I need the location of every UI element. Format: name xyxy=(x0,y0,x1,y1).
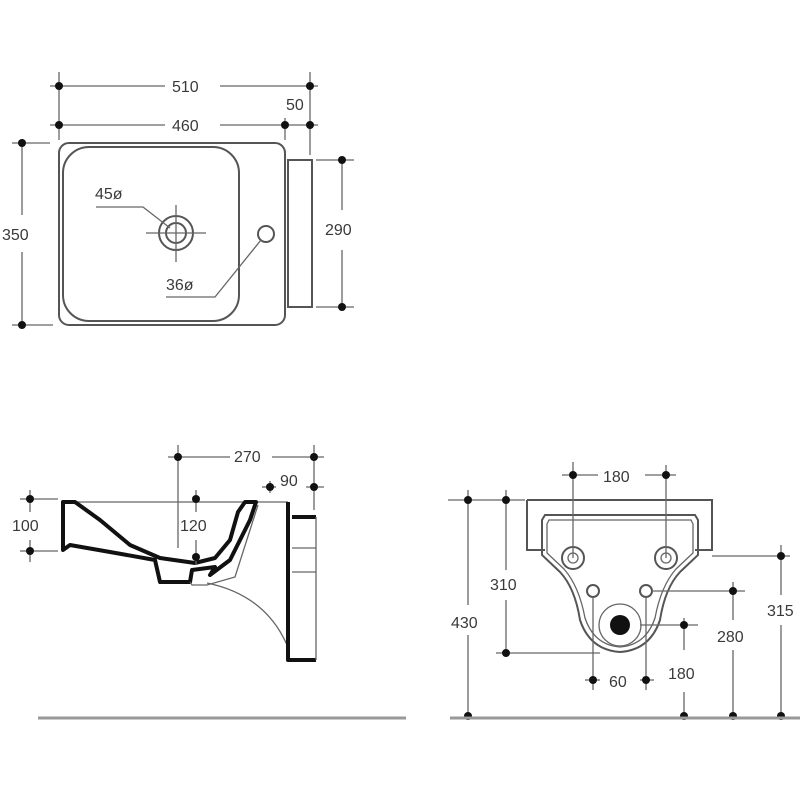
top-view: 510 460 50 350 290 xyxy=(2,72,354,329)
side-view: 270 90 100 120 xyxy=(12,445,406,720)
dim-fixing-spacing: 180 xyxy=(603,469,630,486)
label-tap-hole: 45ø xyxy=(95,186,123,203)
dim-depth-total: 350 xyxy=(2,227,29,244)
bowl-front-outer xyxy=(541,514,699,654)
basin-underside xyxy=(206,582,288,646)
leader-tap xyxy=(96,206,171,229)
dim-bowl-depth: 120 xyxy=(180,518,207,535)
label-overflow-hole: 36ø xyxy=(166,277,194,294)
dim-supply-height: 280 xyxy=(717,629,744,646)
dim-total-height: 430 xyxy=(451,615,478,632)
drain-icon xyxy=(598,603,642,647)
basin-front-outline xyxy=(526,499,713,551)
supply-hole-left-icon xyxy=(586,584,600,598)
tap-hole-icon xyxy=(146,205,206,262)
dim-width-basin: 460 xyxy=(172,118,199,135)
dim-wall-depth: 50 xyxy=(286,97,304,114)
dim-drain-height: 180 xyxy=(668,666,695,683)
dim-bracket-height: 315 xyxy=(767,603,794,620)
overflow-hole-icon xyxy=(257,225,275,243)
bowl-outline xyxy=(62,146,240,322)
basin-section xyxy=(61,500,258,584)
dim-rim-height: 100 xyxy=(12,518,39,535)
dim-bracket-height: 290 xyxy=(325,222,352,239)
supply-hole-right-icon xyxy=(639,584,653,598)
dim-supply-spacing: 60 xyxy=(609,674,627,691)
dim-drain-offset: 270 xyxy=(234,449,261,466)
dim-fixing-height: 310 xyxy=(490,577,517,594)
front-view: 180 430 310 60 180 280 315 xyxy=(448,462,800,720)
wall-bracket xyxy=(287,159,313,308)
dim-width-total: 510 xyxy=(172,79,199,96)
wall-plate xyxy=(286,502,316,662)
basin-outline xyxy=(58,142,286,326)
leader-overflow xyxy=(166,239,262,298)
dim-wall-offset: 90 xyxy=(280,473,298,490)
bowl-front-inner xyxy=(546,519,694,648)
basin-inner xyxy=(189,504,259,586)
